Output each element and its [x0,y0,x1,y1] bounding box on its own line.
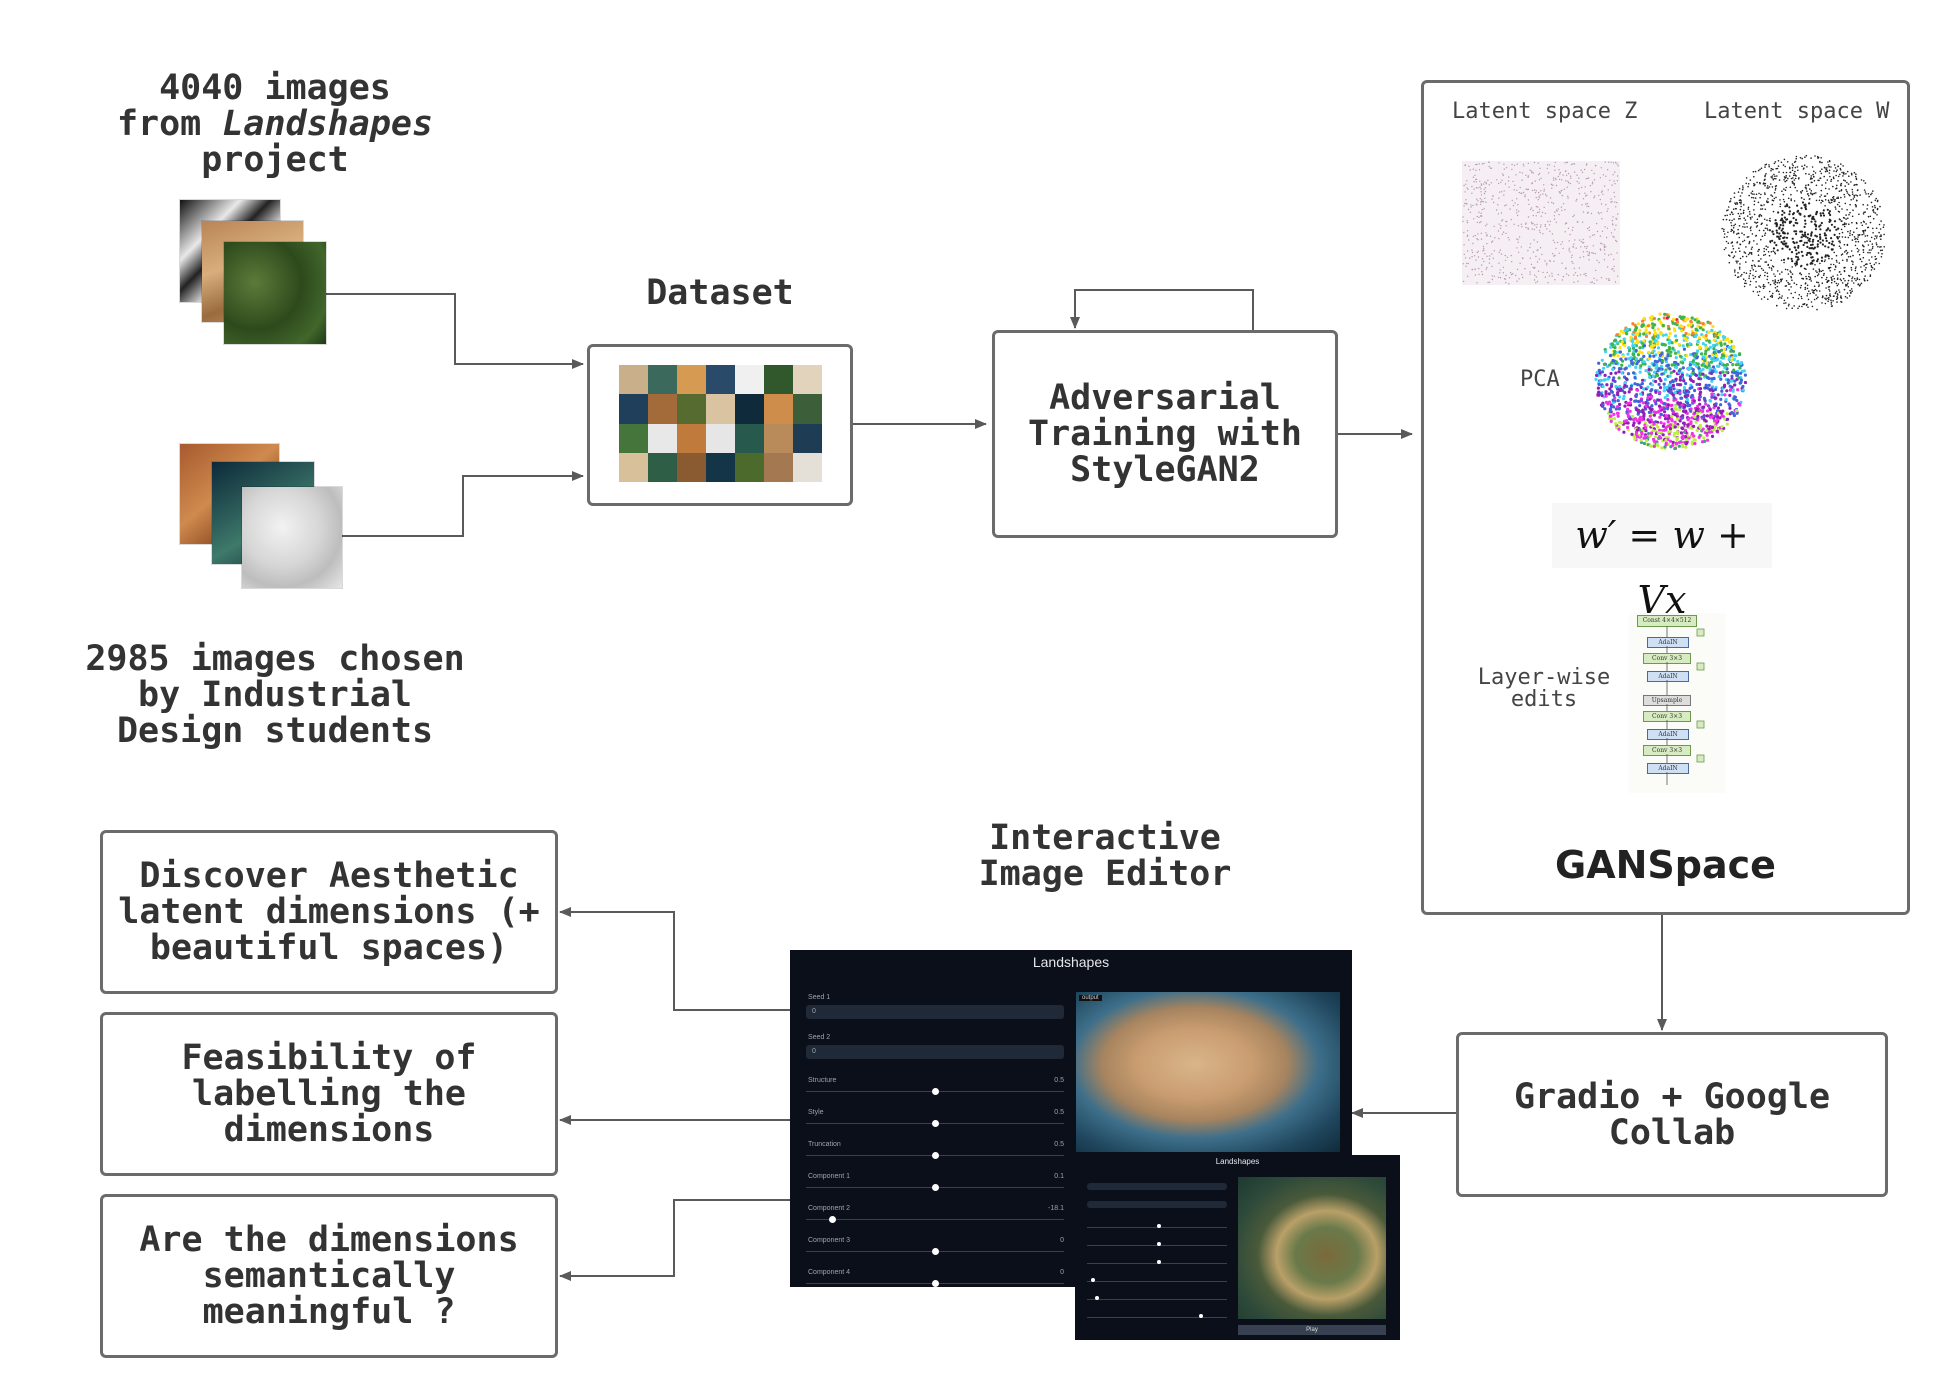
slider-handle[interactable] [932,1184,939,1191]
app-title: Landshapes [1032,954,1110,970]
arrow-training-loop [1070,289,1254,330]
slider-label: Component 3 [808,1237,851,1244]
slider-handle[interactable] [828,1216,836,1223]
latent-z-scatter [1462,161,1620,285]
arch-adain-2: AdaIN [1647,671,1689,682]
slider-value: 0 [1060,1237,1064,1244]
arch-adain-3: AdaIN [1647,729,1689,740]
outcome2-label: Feasibility of labelling the dimensions [181,1038,477,1150]
app2-play-button[interactable]: Play [1238,1325,1386,1335]
app2-title: Landshapes [1215,1157,1260,1166]
source1-image-front [224,242,326,344]
source1-line3: project [201,140,349,180]
slider-value: -18.1 [1048,1205,1064,1212]
outcome-labelling-feasibility: Feasibility of labelling the dimensions [100,1012,558,1176]
arrow-source1-to-dataset [325,293,584,369]
layerwise-label: Layer-wise edits [1477,665,1611,712]
slider-value: 0.5 [1054,1141,1064,1148]
slider-label: Style [808,1109,824,1116]
training-box: Adversarial Training with StyleGAN2 [992,330,1338,538]
pca-scatter [1594,312,1748,451]
ganspace-panel: Latent space Z Latent space W PCA w′ = w… [1421,80,1910,915]
arrow-editor-to-outcome3 [559,1199,790,1281]
editor-title: Interactive Image Editor [978,818,1232,894]
source1-line1: 4040 images [159,68,391,108]
slider-value: 0.1 [1054,1173,1064,1180]
latent-w-scatter [1721,154,1885,311]
slider-handle[interactable] [932,1280,939,1287]
dataset-box [587,344,853,506]
slider-value: 0.5 [1054,1077,1064,1084]
source1-line2: from Landshapes [116,104,434,144]
seed1-label: Seed 1 [808,994,831,1001]
slider-label: Component 1 [808,1173,851,1180]
slider-track[interactable] [806,1219,1064,1220]
slider-value: 0.5 [1054,1109,1064,1116]
app2-seed2-input[interactable] [1087,1201,1227,1208]
slider-handle[interactable] [932,1120,939,1127]
dataset-title: Dataset [646,273,794,313]
gradio-app-secondary: Landshapes Play [1075,1155,1400,1340]
source1-caption: 4040 images from Landshapes project [95,70,455,178]
source2-caption: 2985 images chosen by Industrial Design … [85,639,465,751]
slider-label: Truncation [808,1141,841,1148]
output-image-tag: output [1079,995,1102,1001]
seed1-input[interactable]: 0 [806,1005,1064,1019]
gradio-box: Gradio + Google Collab [1456,1032,1888,1197]
slider-label: Component 4 [808,1269,851,1276]
arch-adain-4: AdaIN [1647,763,1689,774]
output-image: output [1076,992,1340,1152]
outcome1-label: Discover Aesthetic latent dimensions (+ … [118,856,540,968]
arrow-source2-to-dataset [342,471,584,537]
latent-w-label: Latent space W [1704,99,1890,124]
arrow-editor-to-outcome1 [559,907,790,1011]
source1-project-name: Landshapes [222,104,434,144]
slider-label: Structure [808,1077,837,1084]
slider-handle[interactable] [932,1248,939,1255]
slider-handle[interactable] [932,1088,939,1095]
slider-value: 0 [1060,1269,1064,1276]
stylegan-architecture: Const 4×4×512 AdaIN Conv 3×3 AdaIN Upsam… [1629,613,1725,793]
latent-z-label: Latent space Z [1452,99,1638,124]
pca-label: PCA [1520,367,1560,392]
seed2-label: Seed 2 [808,1034,831,1041]
dataset-mosaic [619,365,822,482]
seed2-input[interactable]: 0 [806,1045,1064,1059]
outcome3-label: Are the dimensions semantically meaningf… [139,1220,519,1332]
slider-label: Component 2 [808,1205,851,1212]
app2-output-image [1238,1177,1386,1319]
source2-image-front [242,487,342,588]
slider-handle[interactable] [932,1152,939,1159]
arch-adain-1: AdaIN [1647,637,1689,648]
gradio-label: Gradio + Google Collab [1513,1076,1831,1153]
app2-seed1-input[interactable] [1087,1183,1227,1190]
outcome-aesthetic-dimensions: Discover Aesthetic latent dimensions (+ … [100,830,558,994]
outcome-semantic-meaning: Are the dimensions semantically meaningf… [100,1194,558,1358]
ganspace-title: GANSpace [1555,843,1776,887]
training-label: Adversarial Training with StyleGAN2 [1028,378,1302,490]
edit-equation: w′ = w + Vx [1552,503,1772,622]
